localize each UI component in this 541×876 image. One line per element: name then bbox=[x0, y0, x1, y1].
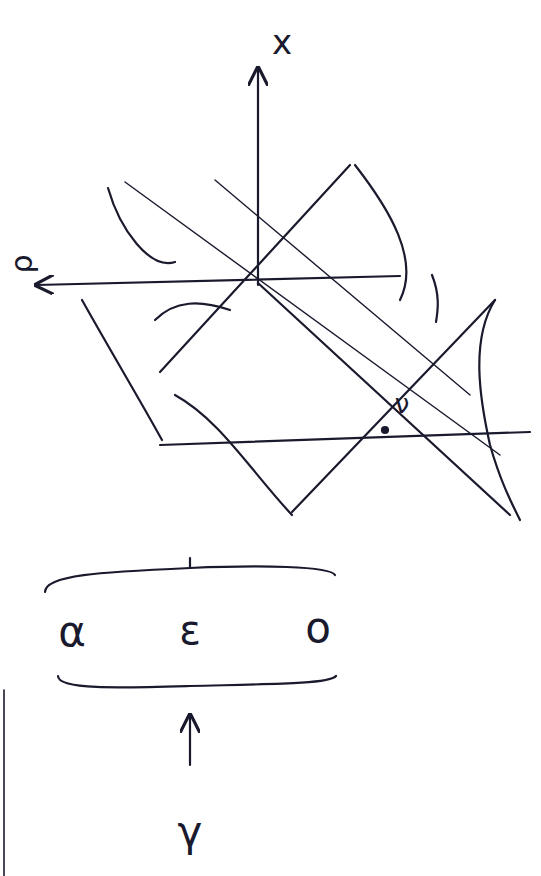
surface-curve bbox=[108, 188, 175, 263]
surface-line bbox=[160, 432, 530, 445]
symbol-label: ε bbox=[179, 610, 201, 650]
x-axis bbox=[257, 68, 259, 285]
symbol-label: ο bbox=[305, 607, 331, 649]
margin-line bbox=[3, 690, 5, 876]
rho-axis bbox=[36, 276, 400, 285]
surface-curve bbox=[175, 395, 292, 515]
surface-line bbox=[215, 180, 470, 395]
bracket bbox=[58, 676, 336, 687]
point-label: ν bbox=[395, 391, 410, 417]
surface-curve bbox=[479, 300, 520, 520]
surface-curve bbox=[82, 300, 162, 440]
symbol-label: α bbox=[58, 611, 86, 653]
saddle-point bbox=[382, 427, 388, 433]
surface-line bbox=[292, 300, 495, 512]
surface-curve bbox=[355, 165, 406, 300]
arrow bbox=[189, 715, 191, 765]
surface-line bbox=[258, 283, 510, 515]
axis-label: ρ bbox=[7, 254, 37, 273]
symbol-label: γ bbox=[178, 811, 203, 853]
surface-curve bbox=[432, 275, 438, 322]
bracket bbox=[45, 566, 335, 592]
bracket bbox=[189, 558, 191, 568]
surface-line bbox=[125, 182, 500, 455]
axis-label: x bbox=[272, 25, 292, 59]
surface-curve bbox=[155, 303, 230, 320]
